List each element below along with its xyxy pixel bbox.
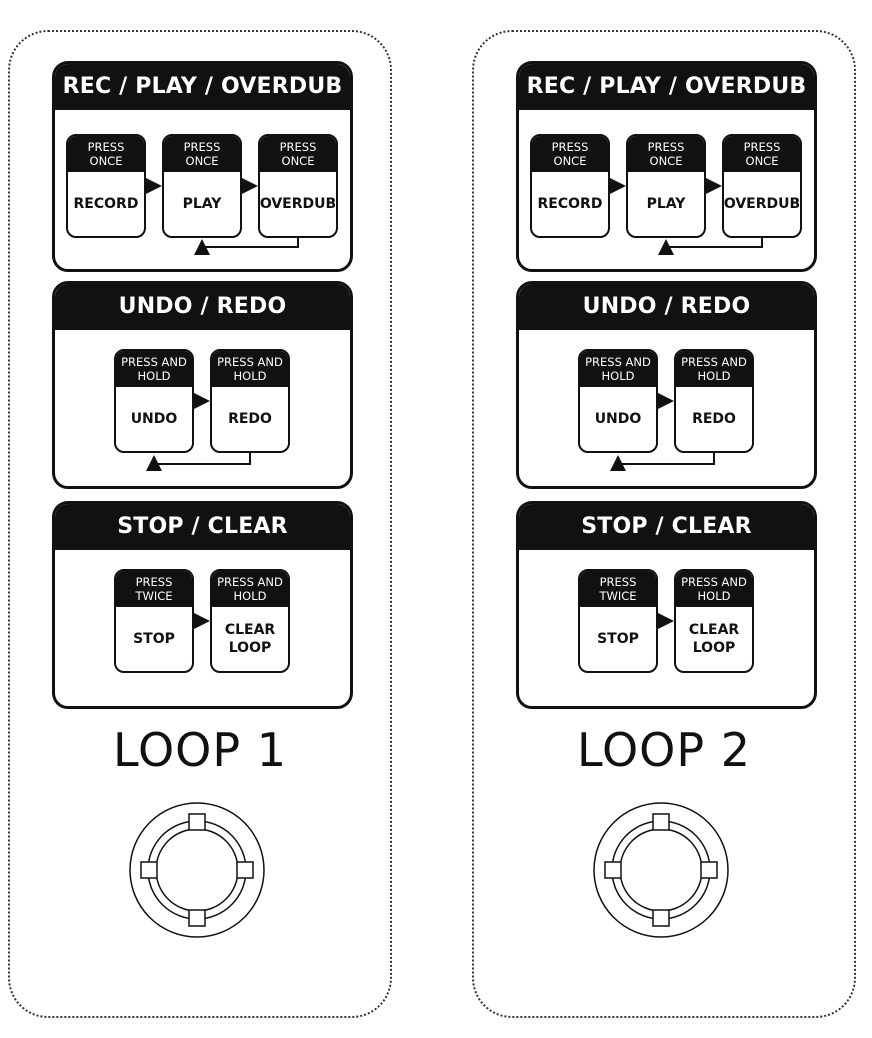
button-caption: PRESS ONCE <box>628 136 704 172</box>
overdub-button[interactable]: PRESS ONCE OVERDUB <box>258 134 338 238</box>
button-caption: PRESS AND HOLD <box>212 571 288 607</box>
return-arrow-icon <box>194 238 299 255</box>
button-caption: PRESS AND HOLD <box>116 351 192 387</box>
button-caption: PRESS ONCE <box>164 136 240 172</box>
button-caption: PRESS AND HOLD <box>212 351 288 387</box>
undo-redo-section: UNDO / REDO PRESS AND HOLD UNDO PRESS AN… <box>516 281 817 489</box>
button-label: CLEAR LOOP <box>688 622 740 656</box>
button-label: STOP <box>597 631 639 647</box>
button-label: REDO <box>228 411 272 427</box>
button-label: UNDO <box>594 411 642 427</box>
loop-1-panel: REC / PLAY / OVERDUB PRESS ONCE RECORD P… <box>8 30 392 1018</box>
button-label: UNDO <box>130 411 178 427</box>
loop-title: LOOP 1 <box>112 723 288 777</box>
button-label: RECORD <box>73 196 139 212</box>
return-arrow-icon <box>610 453 715 471</box>
button-label: OVERDUB <box>723 196 801 212</box>
record-button[interactable]: PRESS ONCE RECORD <box>530 134 610 238</box>
section-title: UNDO / REDO <box>519 284 814 330</box>
redo-button[interactable]: PRESS AND HOLD REDO <box>674 349 754 453</box>
loop-2-panel: REC / PLAY / OVERDUB PRESS ONCE RECORD P… <box>472 30 856 1018</box>
rec-play-overdub-section: REC / PLAY / OVERDUB PRESS ONCE RECORD P… <box>52 61 353 272</box>
stop-button[interactable]: PRESS TWICE STOP <box>578 569 658 673</box>
section-title: REC / PLAY / OVERDUB <box>55 64 350 110</box>
section-title: REC / PLAY / OVERDUB <box>519 64 814 110</box>
play-button[interactable]: PRESS ONCE PLAY <box>162 134 242 238</box>
button-caption: PRESS TWICE <box>116 571 192 607</box>
return-arrow-icon <box>658 238 763 255</box>
stop-clear-section: STOP / CLEAR PRESS TWICE STOP PRESS AND … <box>52 501 353 709</box>
button-caption: PRESS AND HOLD <box>580 351 656 387</box>
section-title: UNDO / REDO <box>55 284 350 330</box>
button-caption: PRESS AND HOLD <box>676 571 752 607</box>
loop-title: LOOP 2 <box>576 723 752 777</box>
button-caption: PRESS AND HOLD <box>676 351 752 387</box>
rec-play-overdub-section: REC / PLAY / OVERDUB PRESS ONCE RECORD P… <box>516 61 817 272</box>
undo-button[interactable]: PRESS AND HOLD UNDO <box>578 349 658 453</box>
button-caption: PRESS ONCE <box>68 136 144 172</box>
play-button[interactable]: PRESS ONCE PLAY <box>626 134 706 238</box>
section-title: STOP / CLEAR <box>55 504 350 550</box>
clear-loop-button[interactable]: PRESS AND HOLD CLEAR LOOP <box>674 569 754 673</box>
record-button[interactable]: PRESS ONCE RECORD <box>66 134 146 238</box>
footswitch-icon[interactable] <box>127 800 267 940</box>
section-title: STOP / CLEAR <box>519 504 814 550</box>
button-caption: PRESS TWICE <box>580 571 656 607</box>
button-label: REDO <box>692 411 736 427</box>
button-label: PLAY <box>646 196 686 212</box>
button-caption: PRESS ONCE <box>260 136 336 172</box>
button-label: RECORD <box>537 196 603 212</box>
stop-clear-section: STOP / CLEAR PRESS TWICE STOP PRESS AND … <box>516 501 817 709</box>
button-caption: PRESS ONCE <box>532 136 608 172</box>
button-label: OVERDUB <box>259 196 337 212</box>
button-label: STOP <box>133 631 175 647</box>
footswitch-icon[interactable] <box>591 800 731 940</box>
undo-button[interactable]: PRESS AND HOLD UNDO <box>114 349 194 453</box>
return-arrow-icon <box>146 453 251 471</box>
button-label: CLEAR LOOP <box>224 622 276 656</box>
undo-redo-section: UNDO / REDO PRESS AND HOLD UNDO PRESS AN… <box>52 281 353 489</box>
clear-loop-button[interactable]: PRESS AND HOLD CLEAR LOOP <box>210 569 290 673</box>
button-label: PLAY <box>182 196 222 212</box>
button-caption: PRESS ONCE <box>724 136 800 172</box>
stop-button[interactable]: PRESS TWICE STOP <box>114 569 194 673</box>
overdub-button[interactable]: PRESS ONCE OVERDUB <box>722 134 802 238</box>
redo-button[interactable]: PRESS AND HOLD REDO <box>210 349 290 453</box>
